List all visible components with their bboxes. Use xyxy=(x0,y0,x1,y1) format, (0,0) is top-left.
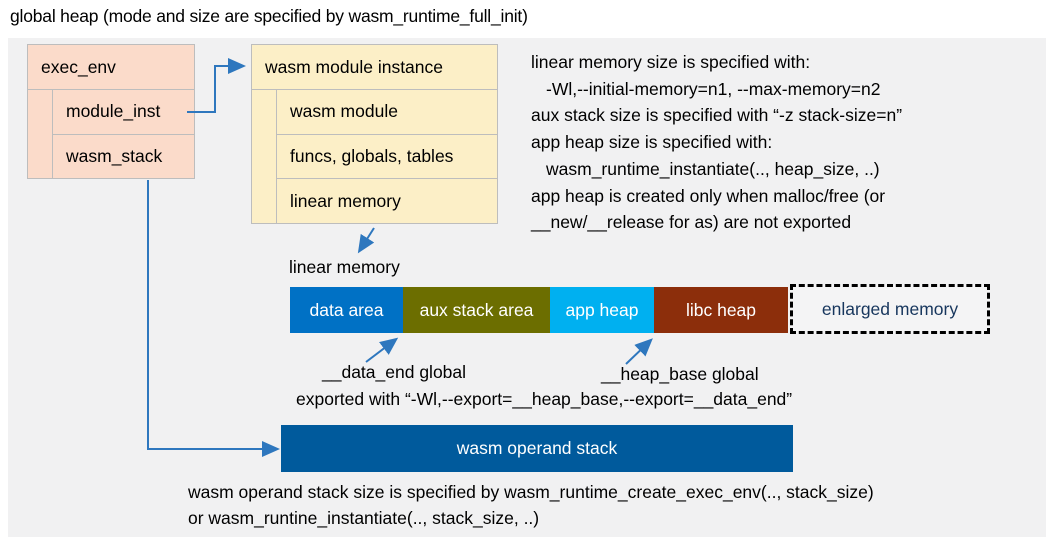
module-instance-row-wasm-module: wasm module xyxy=(277,90,497,135)
exec-env-row-wasm-stack: wasm_stack xyxy=(66,146,163,167)
operand-stack-notes: wasm operand stack size is specified by … xyxy=(188,480,874,531)
module-instance-box: wasm module instance wasm module funcs, … xyxy=(251,44,498,224)
note-line: __new/__release for as) are not exported xyxy=(531,212,852,233)
segment-data-area: data area xyxy=(290,287,403,333)
note-line: -Wl,--initial-memory=n1, --max-memory=n2 xyxy=(546,78,881,99)
heap-base-global-label: __heap_base global xyxy=(601,364,759,384)
note-line: aux stack size is specified with “-z sta… xyxy=(531,105,903,126)
exec-env-header: exec_env xyxy=(28,45,194,90)
exec-env-box: exec_env module_inst wasm_stack xyxy=(27,44,195,179)
exported-flags-label: exported with “-Wl,--export=__heap_base,… xyxy=(296,389,793,409)
wasm-operand-stack-bar: wasm operand stack xyxy=(281,425,793,472)
note-line: or wasm_runtine_instantiate(.., stack_si… xyxy=(188,507,540,528)
linear-memory-bar: data area aux stack area app heap libc h… xyxy=(290,287,788,333)
module-instance-header: wasm module instance xyxy=(252,45,497,90)
note-line: app heap is created only when malloc/fre… xyxy=(531,185,886,206)
note-line: linear memory size is specified with: xyxy=(531,52,811,72)
module-instance-row-linear-memory: linear memory xyxy=(290,190,401,211)
note-line: wasm operand stack size is specified by … xyxy=(188,482,874,502)
module-instance-row-funcs-globals-tables: funcs, globals, tables xyxy=(277,135,497,180)
note-line: wasm_runtime_instantiate(.., heap_size, … xyxy=(546,158,880,179)
enlarged-memory-box: enlarged memory xyxy=(790,284,990,334)
linear-memory-label: linear memory xyxy=(289,257,400,277)
data-end-global-label: __data_end global xyxy=(322,362,467,382)
segment-libc-heap: libc heap xyxy=(654,287,788,333)
segment-app-heap: app heap xyxy=(550,287,654,333)
segment-aux-stack-area: aux stack area xyxy=(403,287,550,333)
diagram-title: global heap (mode and size are specified… xyxy=(10,6,528,26)
exec-env-gutter xyxy=(28,90,53,179)
exec-env-row-module-inst: module_inst xyxy=(53,90,194,135)
memory-size-notes: linear memory size is specified with: -W… xyxy=(531,49,902,236)
note-line: app heap size is specified with: xyxy=(531,132,773,153)
module-instance-gutter xyxy=(252,90,277,224)
